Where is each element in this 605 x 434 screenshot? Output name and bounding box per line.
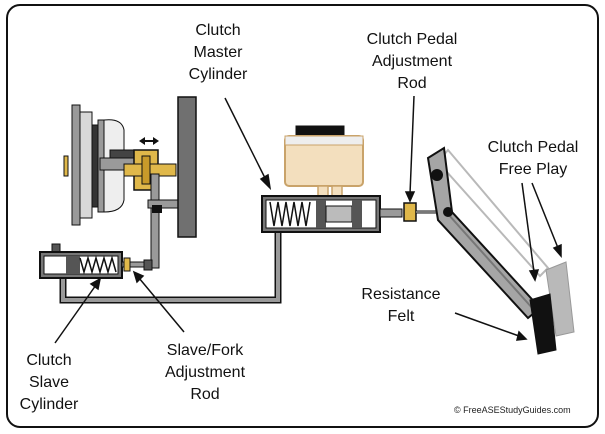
movement-arrow-icon bbox=[139, 137, 159, 145]
label-clutch-slave-cylinder: Clutch Slave Cylinder bbox=[19, 352, 79, 413]
credit-text: © FreeASEStudyGuides.com bbox=[454, 405, 571, 415]
label-clutch-master-cylinder: Clutch Master Cylinder bbox=[188, 22, 248, 83]
clutch-pedal bbox=[426, 146, 557, 355]
release-fork bbox=[147, 173, 181, 269]
label-resistance-felt: Resistance Felt bbox=[361, 286, 441, 325]
hydraulic-line bbox=[59, 230, 282, 304]
label-clutch-pedal-adjustment-rod: Clutch Pedal Adjustment Rod bbox=[366, 31, 458, 92]
slave-cylinder bbox=[39, 243, 123, 279]
master-cylinder bbox=[261, 195, 403, 233]
bellhousing bbox=[177, 96, 197, 238]
label-slave-fork-adjustment-rod: Slave/Fork Adjustment Rod bbox=[164, 342, 246, 403]
label-clutch-pedal-free-play: Clutch Pedal Free Play bbox=[487, 139, 579, 178]
pedal-adjustment-rod bbox=[403, 202, 442, 222]
leader-arrows bbox=[54, 95, 562, 344]
slave-fork-rod bbox=[121, 257, 153, 272]
clutch-assembly bbox=[63, 104, 141, 226]
master-cylinder-reservoir bbox=[284, 125, 364, 199]
